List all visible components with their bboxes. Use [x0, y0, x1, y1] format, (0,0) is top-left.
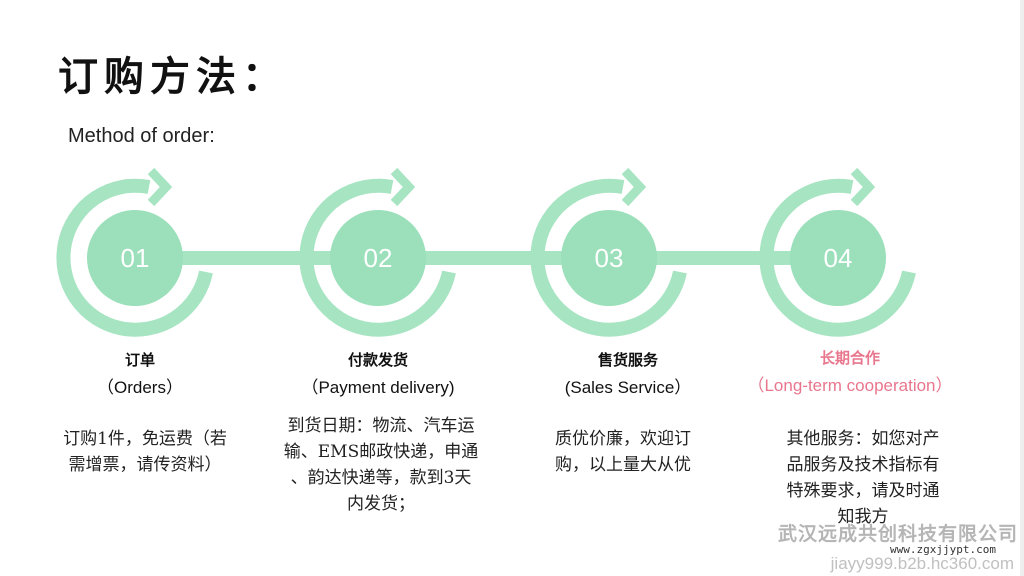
arrowhead-icon — [850, 167, 876, 207]
step-1-label-en: （Orders） — [97, 378, 183, 397]
step-node-4: 04 — [759, 167, 916, 337]
arrowhead-icon — [621, 167, 647, 207]
desc-line: 知我方 — [837, 507, 889, 527]
step-3-description: 质优价廉，欢迎订 购，以上量大从优 — [528, 426, 718, 478]
watermark-company: 武汉远成共创科技有限公司 — [777, 523, 1018, 545]
cycle-arrow-icon — [530, 178, 687, 337]
step-number: 04 — [824, 243, 853, 273]
desc-line: 购，以上量大从优 — [555, 455, 691, 475]
cycle-arrow-icon — [299, 178, 456, 337]
step-number: 01 — [121, 243, 150, 273]
step-number: 03 — [595, 243, 624, 273]
desc-line: 输、EMS邮政快递，申通 — [283, 442, 479, 462]
desc-line: 、韵达快递等，款到3天 — [290, 468, 472, 488]
desc-line: 质优价廉，欢迎订 — [555, 429, 691, 449]
step-1-description: 订购1件，免运费（若 需增票，请传资料） — [40, 426, 250, 478]
arrowhead-icon — [390, 167, 416, 207]
arrowhead-icon — [147, 167, 173, 207]
desc-line: 特殊要求，请及时通 — [786, 481, 940, 501]
step-number: 02 — [364, 243, 393, 273]
desc-line: 品服务及技术指标有 — [786, 455, 940, 475]
step-node-2: 02 — [299, 167, 456, 337]
step-4-label-en: （Long-term cooperation） — [747, 376, 953, 395]
step-node-1: 01 — [56, 167, 213, 337]
step-circle — [561, 210, 657, 306]
step-4-description: 其他服务：如您对产 品服务及技术指标有 特殊要求，请及时通 知我方 — [758, 426, 968, 530]
page-title: 订购方法： — [58, 53, 288, 100]
step-circle — [330, 210, 426, 306]
step-circle — [87, 210, 183, 306]
page-subtitle: Method of order: — [68, 125, 215, 147]
watermark-url-large: jiayy999.b2b.hc360.com — [830, 554, 1014, 573]
watermark-url-small: www.zgxjjypt.com — [890, 543, 996, 556]
step-3-label-en: (Sales Service） — [564, 378, 692, 397]
cycle-arrow-icon — [759, 178, 916, 337]
step-3-label-cn: 售货服务 — [597, 351, 658, 369]
desc-line: 到货日期：物流、汽车运 — [287, 416, 475, 436]
step-4-label-cn: 长期合作 — [819, 349, 880, 367]
slide-edge — [1020, 0, 1024, 576]
step-circle — [790, 210, 886, 306]
step-node-3: 03 — [530, 167, 687, 337]
desc-line: 其他服务：如您对产 — [786, 429, 940, 449]
desc-line: 内发货； — [347, 494, 415, 514]
step-2-description: 到货日期：物流、汽车运 输、EMS邮政快递，申通 、韵达快递等，款到3天 内发货… — [258, 413, 504, 517]
step-1-label-cn: 订单 — [124, 351, 155, 369]
desc-line: 订购1件，免运费（若 — [63, 429, 227, 449]
cycle-arrow-icon — [56, 178, 213, 337]
step-2-label-en: （Payment delivery) — [301, 378, 455, 397]
desc-line: 需增票，请传资料） — [68, 455, 222, 475]
step-2-label-cn: 付款发货 — [347, 351, 408, 369]
